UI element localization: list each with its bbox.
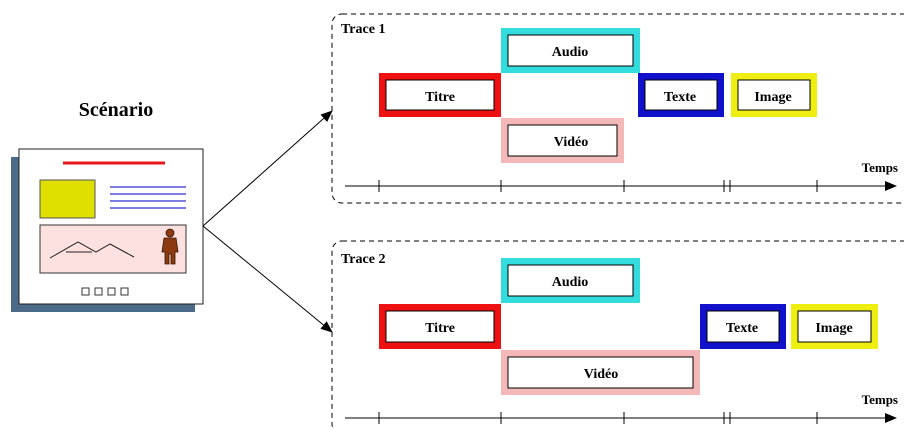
document-footer-squares <box>81 287 129 296</box>
trace-2-block-titre-label: Titre <box>425 321 455 336</box>
document-picture <box>39 224 187 274</box>
document-text-lines <box>110 186 186 209</box>
arrow-to-trace-2 <box>202 225 333 333</box>
trace-1-block-image: Image <box>731 73 817 117</box>
trace-2-frame <box>331 240 904 429</box>
trace-2-time-label: Temps <box>862 392 898 407</box>
trace-1-block-video: Vidéo <box>501 118 624 163</box>
scenario-title: Scénario <box>79 99 153 121</box>
trace-1-frame <box>331 13 904 204</box>
trace-2-block-audio-label: Audio <box>552 275 589 290</box>
trace-2-block-texte: Texte <box>700 304 786 349</box>
trace-1-block-video-label: Vidéo <box>554 135 588 150</box>
trace-2-block-titre: Titre <box>379 304 501 349</box>
trace-1-label: Trace 1 <box>341 22 385 37</box>
trace-2-label: Trace 2 <box>341 252 385 267</box>
trace-1-block-titre-label: Titre <box>425 90 455 105</box>
trace-2-time-axis: Temps <box>345 392 898 424</box>
trace-1-block-audio-label: Audio <box>552 45 589 60</box>
trace-2-block-image: Image <box>791 304 878 349</box>
trace-1-block-titre: Titre <box>379 73 501 117</box>
trace-1-block-texte-label: Texte <box>664 90 696 105</box>
trace-2-block-video-label: Vidéo <box>584 367 618 382</box>
trace-2-panel: Trace 2 Titre Audio Vidéo Texte <box>331 240 904 429</box>
arrow-to-trace-1 <box>202 110 333 227</box>
document-image-block <box>39 179 96 219</box>
trace-1-block-audio: Audio <box>501 28 640 73</box>
trace-2-block-audio: Audio <box>501 258 640 303</box>
trace-2-block-texte-label: Texte <box>726 321 758 336</box>
trace-2-block-image-label: Image <box>815 321 852 336</box>
mountain-sketch <box>49 241 135 259</box>
trace-1-panel: Trace 1 Titre Audio Vidéo Texte <box>331 13 904 204</box>
trace-1-block-texte: Texte <box>638 73 724 117</box>
trace-1-time-axis: Temps <box>345 160 898 192</box>
trace-1-block-image-label: Image <box>754 90 791 105</box>
person-figure-icon <box>161 228 179 265</box>
trace-2-block-video: Vidéo <box>501 350 700 395</box>
scenario-document-icon <box>11 148 204 312</box>
trace-1-time-label: Temps <box>862 160 898 175</box>
